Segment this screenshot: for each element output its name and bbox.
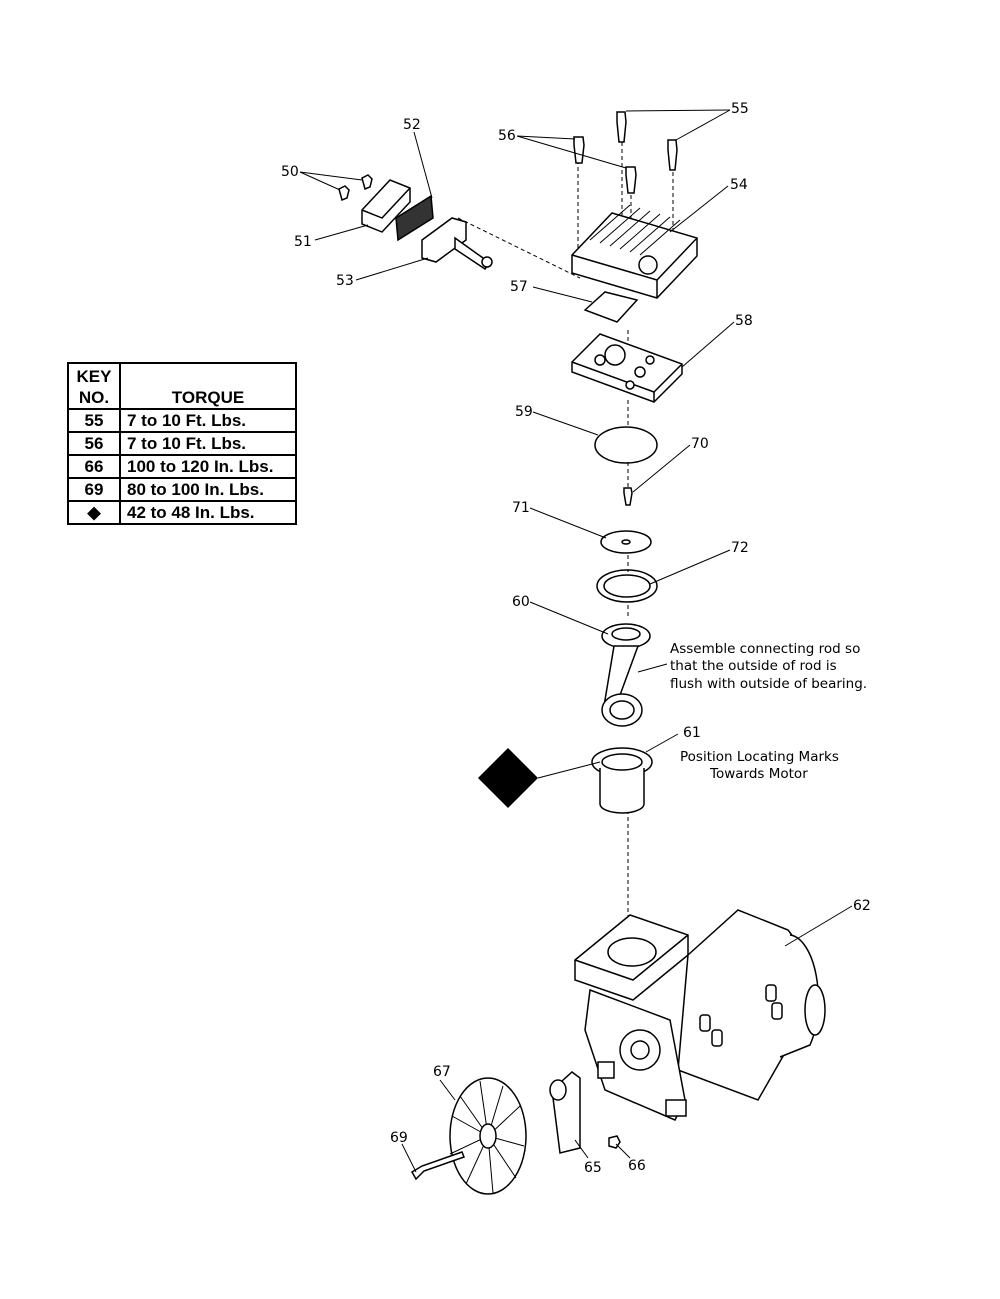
torque-row: 66 100 to 120 In. Lbs. [67,454,297,479]
callout-67: 67 [433,1064,451,1080]
part-65-eccentric [549,1071,581,1154]
torque-row-key: ◆ [67,500,121,525]
callout-69: 69 [390,1130,408,1146]
part-67-fan [449,1077,527,1195]
part-69-bolt [410,1151,465,1181]
callout-54: 54 [730,177,748,193]
callout-72: 72 [731,540,749,556]
part-60-connecting-rod [601,623,651,727]
callout-53: 53 [336,273,354,289]
part-51-filter-cover [361,179,411,233]
torque-row-value: 42 to 48 In. Lbs. [119,500,297,525]
callout-58: 58 [735,313,753,329]
part-70-screw [623,487,633,506]
key-no-header-line1: KEY [76,367,112,386]
torque-row: ◆ 42 to 48 In. Lbs. [67,500,297,525]
callout-62: 62 [853,898,871,914]
part-72-ring [596,569,658,603]
part-59-o-ring [594,426,658,464]
torque-header: TORQUE [119,362,297,410]
callout-55: 55 [731,101,749,117]
torque-row-key: 66 [67,454,121,479]
torque-row-key: 69 [67,477,121,502]
torque-row: 69 80 to 100 In. Lbs. [67,477,297,502]
callout-70: 70 [691,436,709,452]
part-62-motor-crankcase [574,909,826,1121]
callout-65: 65 [584,1160,602,1176]
callout-51: 51 [294,234,312,250]
callout-56: 56 [498,128,516,144]
callout-60: 60 [512,594,530,610]
torque-row-value: 7 to 10 Ft. Lbs. [119,408,297,433]
torque-row-value: 80 to 100 In. Lbs. [119,477,297,502]
torque-table: KEY NO. TORQUE 55 7 to 10 Ft. Lbs. 56 7 t… [67,362,297,525]
torque-row-key: 55 [67,408,121,433]
part-57-gasket [583,291,639,323]
part-54-cylinder-head [571,204,698,299]
part-52-filter-element [395,194,434,242]
torque-row: 56 7 to 10 Ft. Lbs. [67,431,297,456]
alignment-lines [457,135,674,930]
note-rod-line1: Assemble connecting rod so [670,641,860,657]
key-no-header: KEY NO. [67,362,121,410]
callout-71: 71 [512,500,530,516]
callout-52: 52 [403,117,421,133]
note-marks-line1: Position Locating Marks [680,749,839,765]
torque-row-value: 7 to 10 Ft. Lbs. [119,431,297,456]
assembly-notes: Assemble connecting rod so that the outs… [670,641,867,782]
callout-66: 66 [628,1158,646,1174]
key-no-header-line2: NO. [78,388,110,407]
callout-61: 61 [683,725,701,741]
callout-59: 59 [515,404,533,420]
part-58-valve-plate [571,333,683,403]
torque-diamond-marker [478,748,538,808]
leader-lines [299,109,853,1173]
part-53-filter-housing [421,217,493,271]
torque-row-key: 56 [67,431,121,456]
torque-row: 55 7 to 10 Ft. Lbs. [67,408,297,433]
note-marks-line2: Towards Motor [709,766,808,782]
part-71-retainer [600,530,652,554]
part-50-screws [338,174,373,202]
callout-57: 57 [510,279,528,295]
torque-table-header: KEY NO. TORQUE [67,362,297,410]
part-55-56-bolts [573,111,678,194]
part-61-bearing [591,747,653,814]
callout-50: 50 [281,164,299,180]
note-rod-line3: flush with outside of bearing. [670,676,867,692]
torque-row-value: 100 to 120 In. Lbs. [119,454,297,479]
callout-labels: 50 51 52 53 54 55 56 57 58 59 70 71 72 6… [281,101,871,1176]
note-rod-line2: that the outside of rod is [670,658,837,674]
